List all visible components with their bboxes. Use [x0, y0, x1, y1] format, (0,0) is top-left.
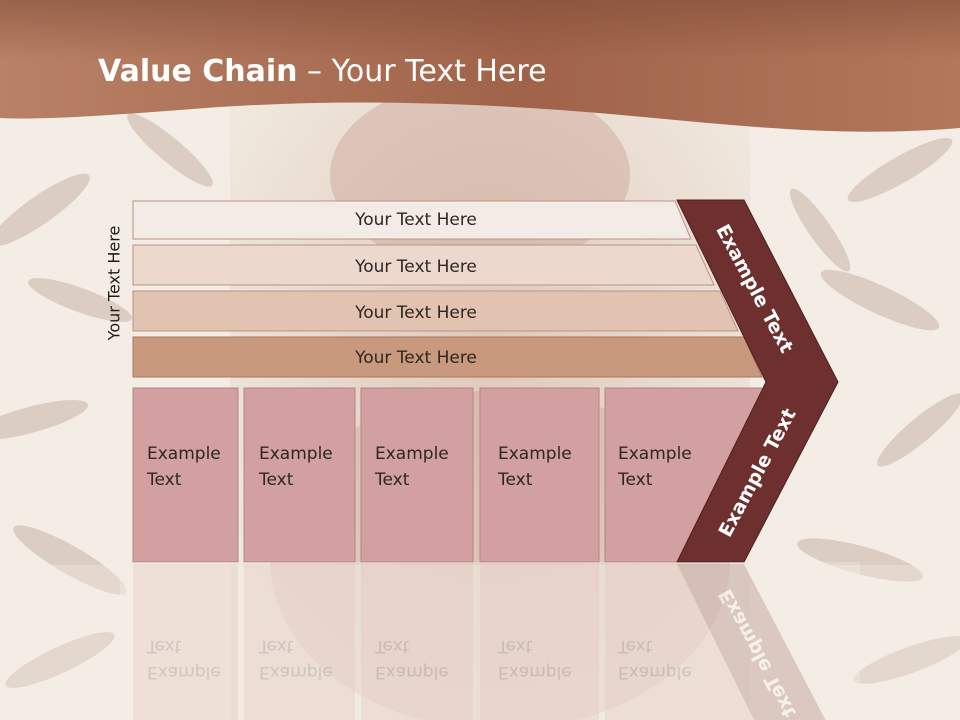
- row-label: Your Text Here: [354, 348, 477, 368]
- box-line1: Example: [259, 444, 333, 464]
- title-bold: Value Chain: [98, 54, 298, 89]
- reflection: Example Text Example Text Example Text E…: [133, 564, 826, 720]
- row-1: Your Text Here: [132, 244, 715, 286]
- box-line2: Text: [146, 470, 182, 490]
- row-bar: [132, 200, 692, 240]
- reflection-box-line1: Example: [498, 662, 572, 682]
- side-label: Your Text Here: [105, 226, 124, 342]
- box-line1: Example: [618, 444, 692, 464]
- reflection-fade: [120, 562, 860, 720]
- box-line2: Text: [497, 470, 533, 490]
- chevron-shape: [676, 199, 839, 563]
- row-label: Your Text Here: [354, 257, 477, 277]
- box-line2: Text: [374, 470, 410, 490]
- reflection-box-line1: Example: [147, 662, 221, 682]
- box-line1: Example: [498, 444, 572, 464]
- row-bar: [132, 290, 739, 332]
- reflection-box-line1: Example: [618, 662, 692, 682]
- reflection-box-line2: Text: [258, 636, 294, 656]
- box-line2: Text: [617, 470, 653, 490]
- box-3: Example Text: [479, 387, 600, 563]
- row-label: Your Text Here: [354, 303, 477, 323]
- box-shape: [360, 387, 474, 563]
- row-3: Your Text Here: [132, 336, 763, 378]
- row-bar: [132, 244, 715, 286]
- reflection-box-line1: Example: [375, 662, 449, 682]
- box-shape: [479, 387, 600, 563]
- row-0: Your Text Here: [132, 200, 692, 240]
- reflection-box-line2: Text: [146, 636, 182, 656]
- row-bar: [132, 336, 763, 378]
- box-line2: Text: [258, 470, 294, 490]
- box-shape: [243, 387, 356, 563]
- row-label: Your Text Here: [354, 210, 477, 230]
- reflection-box-line2: Text: [617, 636, 653, 656]
- reflection-box-line2: Text: [497, 636, 533, 656]
- box-line1: Example: [147, 444, 221, 464]
- side-label-container: Your Text Here: [105, 226, 124, 342]
- box-shape: [132, 387, 239, 563]
- box-line1: Example: [375, 444, 449, 464]
- box-4: Example Text: [604, 387, 764, 563]
- reflection-box-line1: Example: [259, 662, 333, 682]
- row-2: Your Text Here: [132, 290, 739, 332]
- box-0: Example Text: [132, 387, 239, 563]
- box-1: Example Text: [243, 387, 356, 563]
- box-2: Example Text: [360, 387, 474, 563]
- slide-title: Value Chain – Your Text Here: [98, 54, 547, 89]
- reflection-box-line2: Text: [374, 636, 410, 656]
- title-rest: – Your Text Here: [297, 54, 547, 89]
